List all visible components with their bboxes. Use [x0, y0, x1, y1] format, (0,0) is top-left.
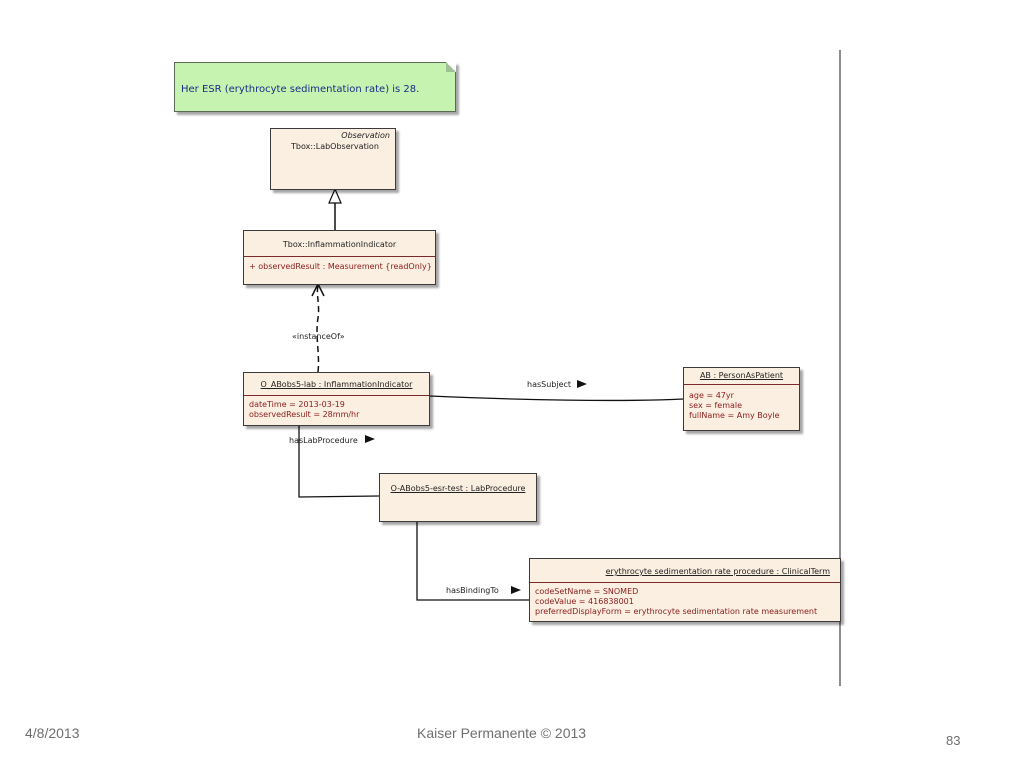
inflammation-instance-name: O_ABobs5-lab : InflammationIndicator — [260, 380, 413, 389]
has-subject-arrow-icon — [577, 380, 587, 388]
has-lab-procedure-label: hasLabProcedure — [289, 436, 358, 445]
object-separator: age = 47yr sex = female fullName = Amy B… — [684, 384, 799, 421]
has-binding-to-line — [416, 522, 529, 601]
person-as-patient-object: AB : PersonAsPatient age = 47yr sex = fe… — [683, 367, 800, 431]
has-lab-procedure-line — [298, 426, 380, 498]
has-lab-procedure-arrow-icon — [365, 435, 375, 443]
patient-name: AB : PersonAsPatient — [699, 371, 784, 380]
clinical-term-name: erythrocyte sedimentation rate procedure… — [605, 567, 830, 576]
object-separator: dateTime = 2013-03-19 observedResult = 2… — [244, 395, 429, 420]
note-box: Her ESR (erythrocyte sedimentation rate)… — [174, 62, 456, 112]
lab-observation-class: Observation Tbox::LabObservation — [270, 128, 396, 190]
has-binding-to-label: hasBindingTo — [446, 586, 499, 595]
instance-of-dashed-line — [316, 284, 320, 373]
inflammation-indicator-name: Tbox::InflammationIndicator — [282, 240, 397, 249]
has-subject-line — [429, 395, 684, 402]
inflammation-indicator-class: Tbox::InflammationIndicator + observedRe… — [243, 230, 436, 285]
patient-attribute: age = 47yr — [689, 391, 734, 400]
note-text: Her ESR (erythrocyte sedimentation rate)… — [181, 84, 420, 95]
instance-attribute: dateTime = 2013-03-19 — [249, 400, 345, 409]
patient-attribute: sex = female — [689, 401, 743, 410]
clinical-term-object: erythrocyte sedimentation rate procedure… — [529, 558, 841, 622]
footer-page-number: 83 — [946, 733, 961, 748]
vertical-divider-line — [839, 50, 841, 686]
lab-observation-name: Tbox::LabObservation — [291, 142, 379, 151]
term-attribute: codeSetName = SNOMED — [535, 587, 639, 596]
term-attribute: preferredDisplayForm = erythrocyte sedim… — [535, 607, 818, 616]
lab-procedure-object: O-ABobs5-esr-test : LabProcedure — [379, 473, 537, 522]
patient-attribute: fullName = Amy Boyle — [689, 411, 780, 420]
generalization-arrowhead — [328, 187, 342, 204]
observation-stereotype: Observation — [341, 131, 390, 140]
object-separator: codeSetName = SNOMED codeValue = 4168380… — [530, 582, 840, 617]
footer-copyright: Kaiser Permanente © 2013 — [417, 725, 587, 741]
has-subject-label: hasSubject — [527, 380, 572, 389]
lab-procedure-name: O-ABobs5-esr-test : LabProcedure — [390, 484, 526, 493]
has-binding-to-arrow-icon — [511, 586, 521, 594]
instance-of-label: «instanceOf» — [292, 332, 345, 341]
term-attribute: codeValue = 416838001 — [535, 597, 634, 606]
footer-date: 4/8/2013 — [25, 725, 80, 741]
class-separator: + observedResult : Measurement {readOnly… — [244, 256, 435, 272]
instance-attribute: observedResult = 28mm/hr — [249, 410, 360, 419]
inflammation-instance-object: O_ABobs5-lab : InflammationIndicator dat… — [243, 372, 430, 426]
note-fold-corner — [446, 62, 456, 72]
inflammation-indicator-attribute: + observedResult : Measurement {readOnly… — [249, 262, 432, 271]
